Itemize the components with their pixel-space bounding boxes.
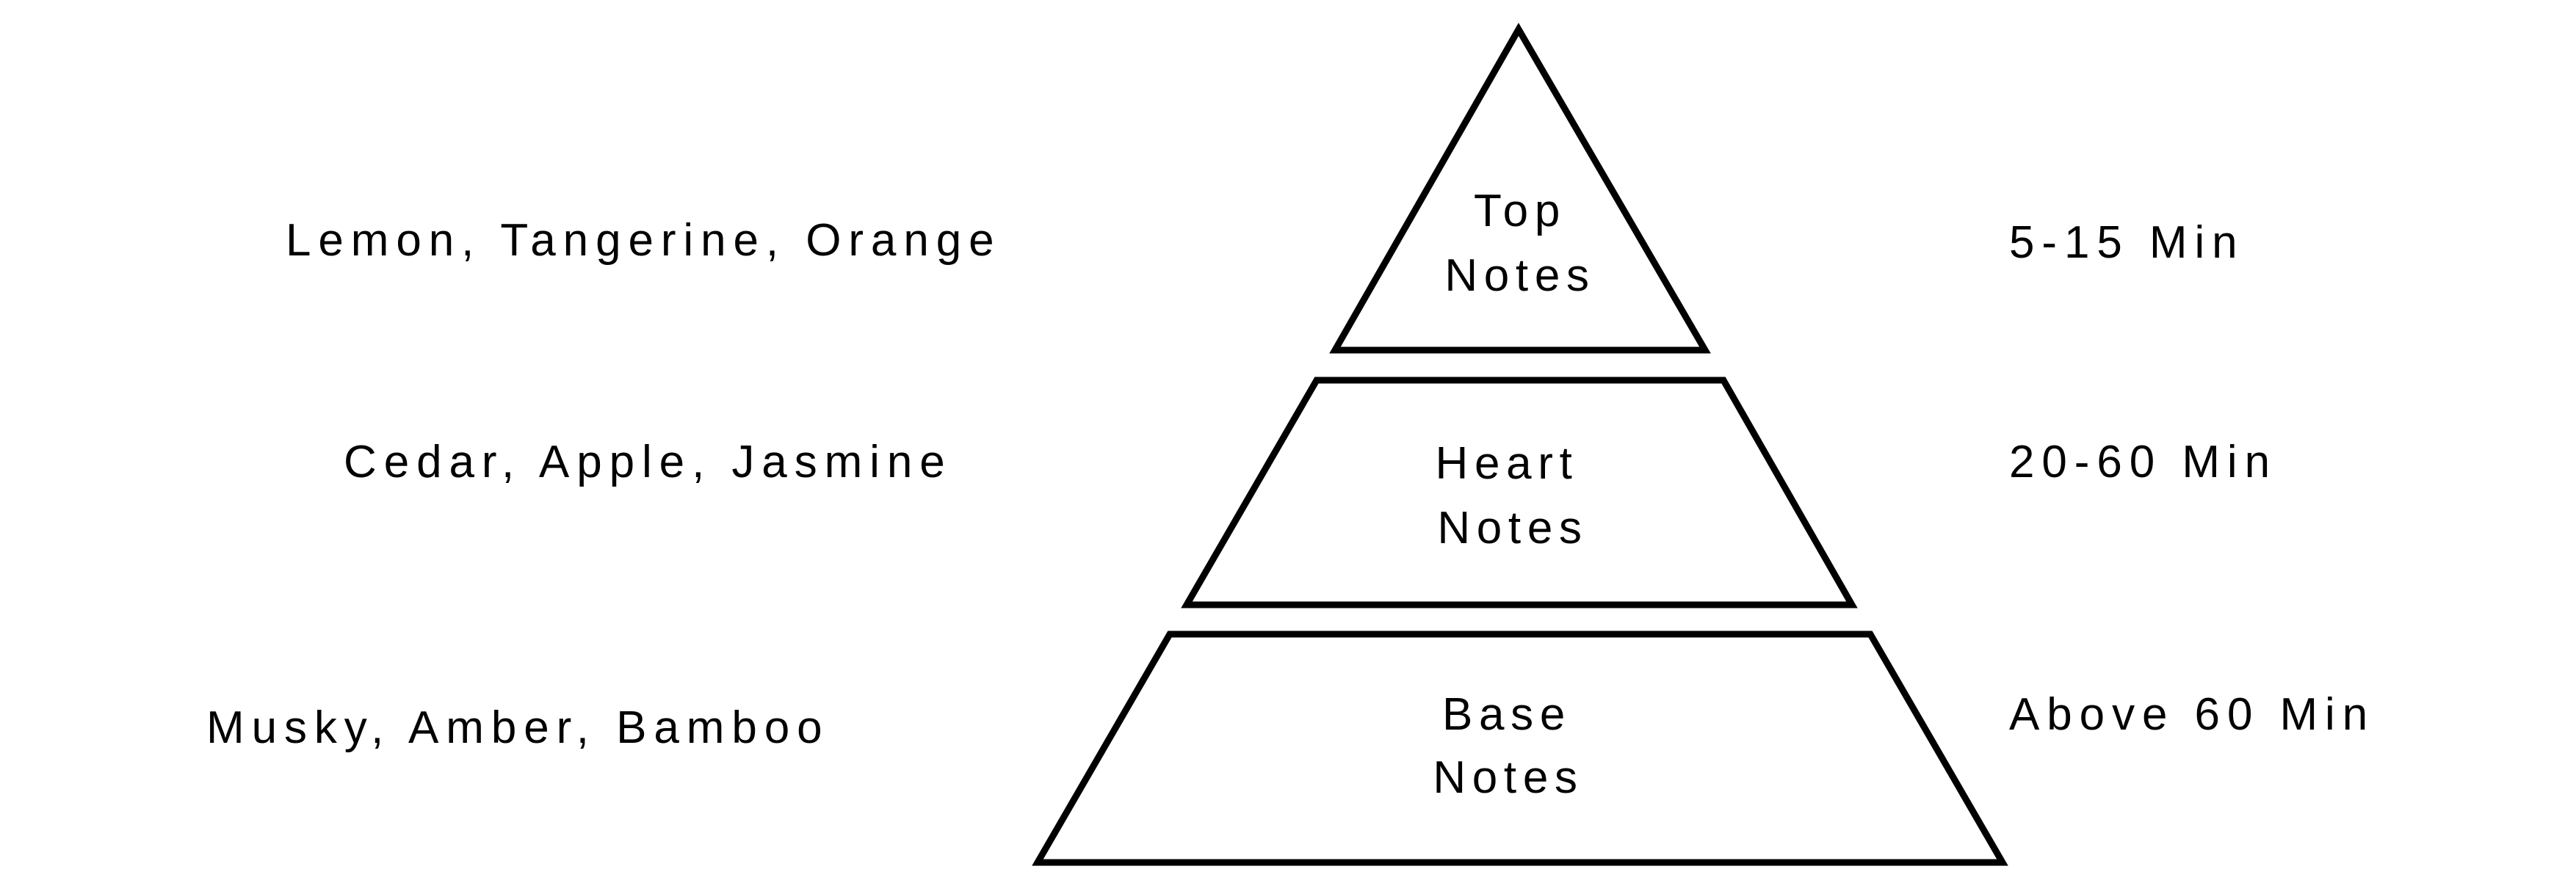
top-notes-label-line2: Notes xyxy=(1444,250,1596,301)
top-notes-label-line1: Top xyxy=(1473,186,1567,236)
base-notes-label-line2: Notes xyxy=(1433,752,1584,803)
base-notes-ingredients: Musky, Amber, Bamboo xyxy=(206,702,830,753)
top-notes-ingredients: Lemon, Tangerine, Orange xyxy=(286,215,1002,266)
base-notes-label-line1: Base xyxy=(1441,689,1572,740)
base-notes-tier xyxy=(1032,631,2008,866)
heart-notes-tier xyxy=(1181,377,1858,608)
heart-notes-duration: 20-60 Min xyxy=(2009,437,2277,487)
heart-notes-label-line2: Notes xyxy=(1437,503,1588,553)
top-notes-duration: 5-15 Min xyxy=(2009,217,2245,268)
top-notes-tier xyxy=(1329,22,1711,354)
heart-notes-ingredients: Cedar, Apple, Jasmine xyxy=(344,437,952,487)
base-notes-duration: Above 60 Min xyxy=(2009,689,2376,740)
heart-notes-label-line1: Heart xyxy=(1435,438,1579,489)
